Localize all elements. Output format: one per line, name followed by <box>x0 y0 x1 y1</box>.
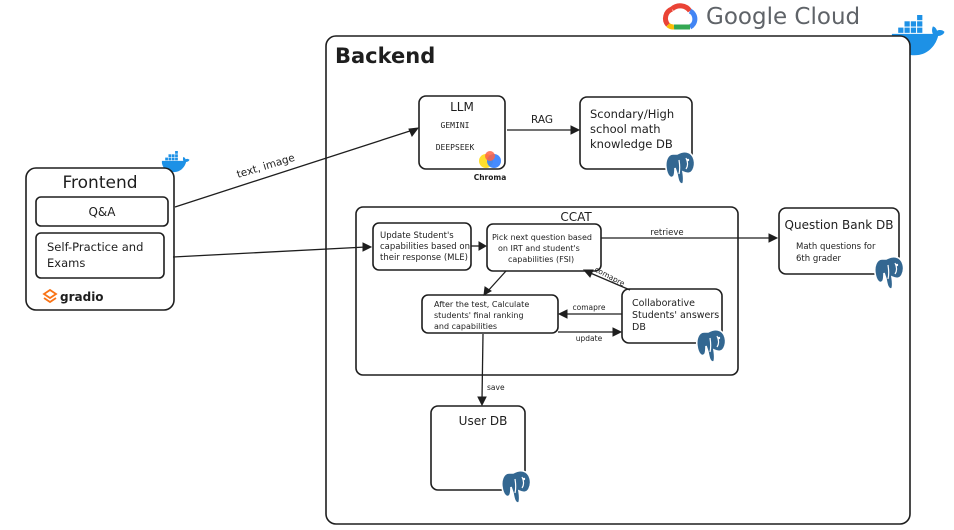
collab-box-line1: Collaborative <box>632 298 695 309</box>
update-capabilities-box: Update Student's capabilities based on t… <box>372 222 472 271</box>
final-box-line1: After the test, Calculate <box>434 300 529 309</box>
final-box-line3: and capabilities <box>434 322 497 331</box>
llm-title: LLM <box>450 100 474 114</box>
question-bank-line1: Math questions for <box>796 242 876 252</box>
collaborative-db-box: Collaborative Students' answers DB <box>621 288 723 344</box>
final-box-line2: students' final ranking <box>434 311 524 320</box>
user-db-title: User DB <box>459 414 508 428</box>
qa-button[interactable]: Q&A <box>35 196 169 227</box>
backend-title: Backend <box>335 44 435 68</box>
edge-update-label: update <box>576 334 603 343</box>
pick-next-question-box: Pick next question based on IRT and stud… <box>486 223 602 272</box>
question-bank-box: Question Bank DB Math questions for 6th … <box>778 207 900 275</box>
question-bank-line2: 6th grader <box>796 254 842 264</box>
question-bank-title: Question Bank DB <box>785 218 894 232</box>
edge-retrieve: retrieve <box>601 228 779 243</box>
self-practice-label-2: Exams <box>47 256 85 270</box>
chroma-label: Chroma <box>474 173 507 182</box>
knowledge-db-box: Scondary/High school math knowledge DB <box>579 96 693 170</box>
edge-save: save <box>477 333 505 407</box>
gradio-label: gradio <box>60 290 104 304</box>
qa-label: Q&A <box>88 205 116 219</box>
pick-box-line2: on IRT and student's <box>498 244 580 253</box>
self-practice-button[interactable]: Self-Practice and Exams <box>35 232 165 279</box>
google-cloud-icon <box>663 3 698 30</box>
update-box-line2: capabilities based on <box>380 242 470 252</box>
ccat-container: CCAT Update Student's capabilities based… <box>355 206 739 376</box>
edge-text-image-label: text, image <box>235 152 296 181</box>
edge-retrieve-label: retrieve <box>650 228 683 238</box>
llm-box: LLM GEMINI DEEPSEEK Chroma <box>418 95 507 182</box>
llm-model-gemini: GEMINI <box>441 121 470 130</box>
edge-comapre-label: comapre <box>573 303 606 312</box>
chroma-icon <box>479 151 501 168</box>
edge-pick-to-final <box>483 270 507 296</box>
ccat-title: CCAT <box>560 210 592 224</box>
knowledge-db-line2: school math <box>590 122 661 136</box>
self-practice-label-1: Self-Practice and <box>47 240 143 254</box>
edge-save-label: save <box>487 383 505 392</box>
google-cloud-logo: Google Cloud <box>663 3 860 30</box>
update-box-line1: Update Student's <box>380 231 454 241</box>
frontend-container: Frontend Q&A Self-Practice and Exams gra… <box>25 167 175 311</box>
pick-box-line1: Pick next question based <box>492 233 592 242</box>
frontend-title: Frontend <box>62 173 137 193</box>
knowledge-db-line1: Scondary/High <box>590 107 674 121</box>
final-ranking-box: After the test, Calculate students' fina… <box>421 294 559 334</box>
collab-box-line2: Students' answers <box>632 310 719 321</box>
knowledge-db-line3: knowledge DB <box>590 137 673 151</box>
collab-box-line3: DB <box>632 322 646 333</box>
update-box-line3: their response (MLE) <box>380 253 468 263</box>
edge-rag: RAG <box>507 114 581 135</box>
edge-final-to-collab: update <box>558 327 623 343</box>
edge-practice-to-ccat <box>172 242 373 258</box>
edge-rag-label: RAG <box>531 114 553 126</box>
edge-update-to-pick <box>471 241 488 251</box>
edge-collab-to-final: comapre <box>557 303 622 319</box>
gradio-icon <box>42 288 58 304</box>
pick-box-line3: capabilities (FSI) <box>508 255 574 264</box>
google-cloud-label: Google Cloud <box>706 4 860 30</box>
user-db-box: User DB <box>430 405 526 491</box>
gradio-logo: gradio <box>42 288 104 304</box>
llm-model-deepseek: DEEPSEEK <box>436 143 475 152</box>
